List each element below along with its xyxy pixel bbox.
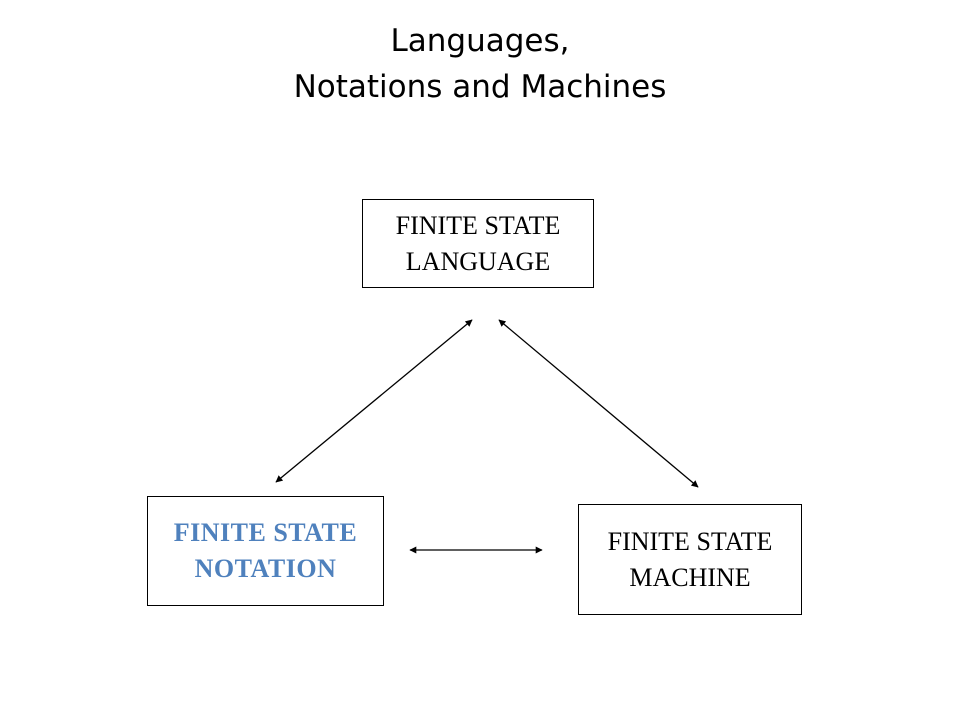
slide-title: Languages, Notations and Machines (0, 18, 960, 110)
node-machine-line-1: FINITE STATE (607, 526, 773, 556)
title-line-2: Notations and Machines (293, 69, 667, 105)
node-finite-state-machine: FINITE STATE MACHINE (578, 504, 802, 615)
node-machine-line-2: MACHINE (629, 562, 751, 592)
node-finite-state-language: FINITE STATE LANGUAGE (362, 199, 594, 288)
node-notation-line-2: NOTATION (194, 554, 337, 583)
node-language-line-1: FINITE STATE (395, 210, 561, 240)
title-line-1: Languages, (390, 23, 570, 59)
arrow-language-notation (275, 319, 473, 483)
node-finite-state-notation: FINITE STATE NOTATION (147, 496, 384, 606)
arrow-language-machine (498, 319, 699, 488)
node-notation-line-1: FINITE STATE (173, 518, 358, 547)
node-language-line-2: LANGUAGE (405, 246, 551, 276)
